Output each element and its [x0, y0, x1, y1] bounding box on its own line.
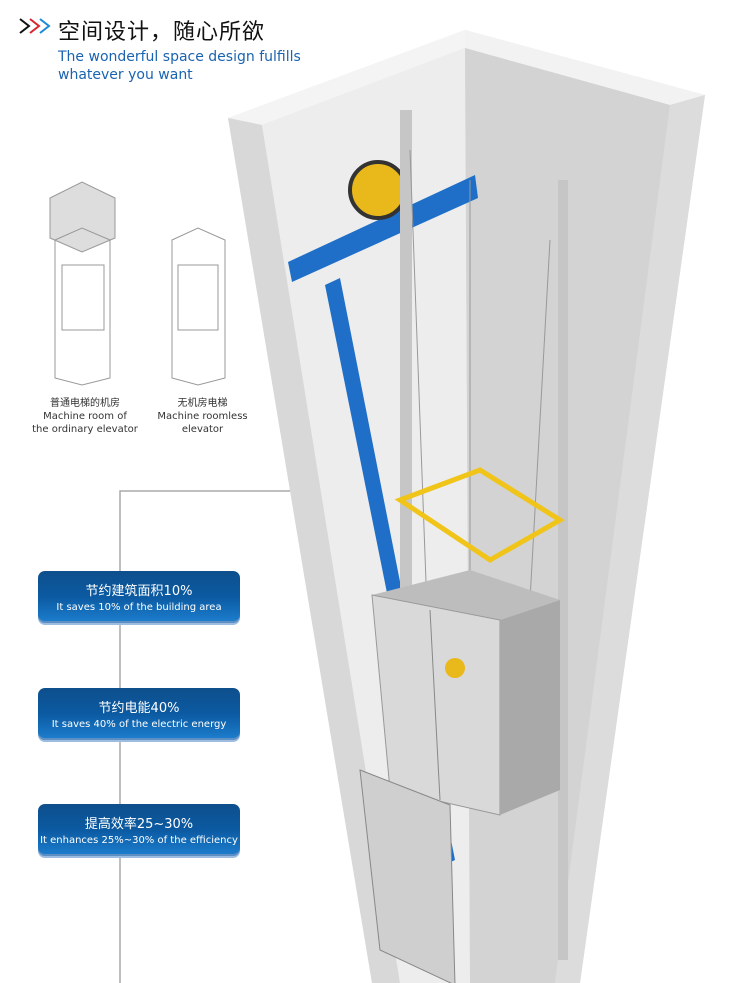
traction-machine [348, 160, 408, 220]
benefit-electric-energy: 节约电能40% It saves 40% of the electric ene… [38, 688, 240, 740]
elevator-car [371, 467, 565, 816]
benefit-title: 节约电能40% [98, 701, 180, 716]
safety-railing [394, 467, 565, 563]
page-subtitle: The wonderful space design fulfills what… [58, 48, 301, 84]
caption-en: the ordinary elevator [32, 424, 138, 435]
shaft [228, 30, 705, 983]
caption-ordinary-elevator: 普通电梯的机房 Machine room of the ordinary ele… [30, 397, 140, 436]
benefit-title: 提高效率25~30% [84, 817, 194, 832]
subtitle-line-1: The wonderful space design fulfills [58, 49, 301, 65]
benefit-text: It saves 10% of the building area [56, 602, 222, 613]
ordinary-elevator-diagram [49, 181, 116, 386]
caption-en: Machine room of [43, 411, 127, 422]
benefit-title: 节约建筑面积10% [85, 584, 193, 599]
chevron-icon [19, 18, 51, 34]
caption-en: Machine roomless elevator [157, 411, 248, 435]
caption-zh: 普通电梯的机房 [50, 398, 120, 409]
roomless-elevator-diagram [171, 227, 226, 386]
benefit-building-area: 节约建筑面积10% It saves 10% of the building a… [38, 571, 240, 623]
benefit-text: It enhances 25%~30% of the efficiency [40, 835, 238, 846]
subtitle-line-2: whatever you want [58, 67, 193, 83]
caption-zh: 无机房电梯 [177, 398, 228, 409]
benefit-text: It saves 40% of the electric energy [51, 719, 227, 730]
caption-roomless-elevator: 无机房电梯 Machine roomless elevator [140, 397, 265, 436]
page-title: 空间设计，随心所欲 [58, 20, 266, 45]
benefit-efficiency: 提高效率25~30% It enhances 25%~30% of the ef… [38, 804, 240, 856]
